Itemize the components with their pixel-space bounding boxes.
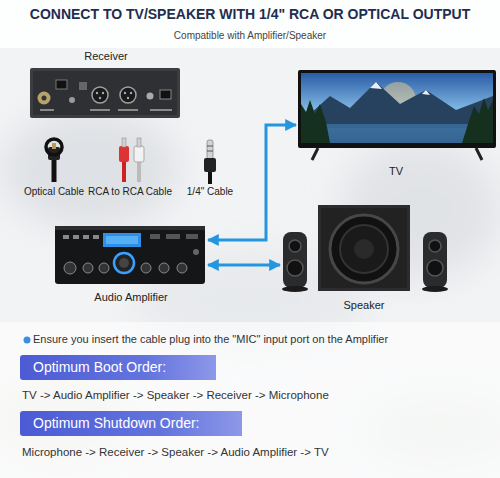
tv-device: TV (296, 66, 496, 178)
footer-ground (0, 322, 500, 478)
receiver-device: Receiver (28, 50, 184, 122)
device-label: Audio Amplifier (94, 291, 167, 304)
device-label: Speaker (344, 299, 385, 312)
page-title: CONNECT TO TV/SPEAKER WITH 1/4" RCA OR O… (30, 6, 470, 23)
receiver-device (30, 68, 180, 118)
device-label: Optical Cable (24, 186, 84, 198)
tv-device (298, 70, 496, 160)
speaker-device: Speaker (280, 200, 448, 312)
cable-icon: Optical Cable (19, 136, 89, 198)
cable-icon: 1/4" Cable (182, 136, 238, 198)
subtitle: Compatible with Amplifier/Speaker (174, 30, 326, 42)
section-band: Optimum Shutdown Order: (20, 411, 242, 436)
cable-icon: RCA to RCA Cable (86, 136, 174, 198)
section-band: Optimum Boot Order: (20, 355, 216, 380)
device-label: 1/4" Cable (187, 186, 233, 198)
note-text: Ensure you insert the cable plug into th… (33, 333, 388, 346)
quarter-inch-cable-icon (204, 140, 216, 184)
header-ground (0, 0, 500, 48)
sequence-text: Microphone -> Receiver -> Speaker -> Aud… (22, 446, 329, 460)
speaker-set (282, 205, 448, 292)
connector-arrow (208, 125, 296, 240)
connector-arrow (208, 264, 280, 267)
band-heading: Optimum Shutdown Order: (33, 415, 200, 432)
sequence-text: TV -> Audio Amplifier -> Speaker -> Rece… (22, 389, 329, 403)
bullet-dot (24, 337, 31, 344)
device-label: Receiver (84, 50, 127, 63)
amplifier-device: Audio Amplifier (54, 222, 208, 304)
optical-cable-icon (46, 139, 62, 182)
rca-cable-icon (119, 138, 144, 182)
device-label: RCA to RCA Cable (88, 186, 172, 198)
band-heading: Optimum Boot Order: (33, 359, 166, 376)
amplifier-device (55, 226, 205, 284)
device-label: TV (389, 165, 403, 178)
